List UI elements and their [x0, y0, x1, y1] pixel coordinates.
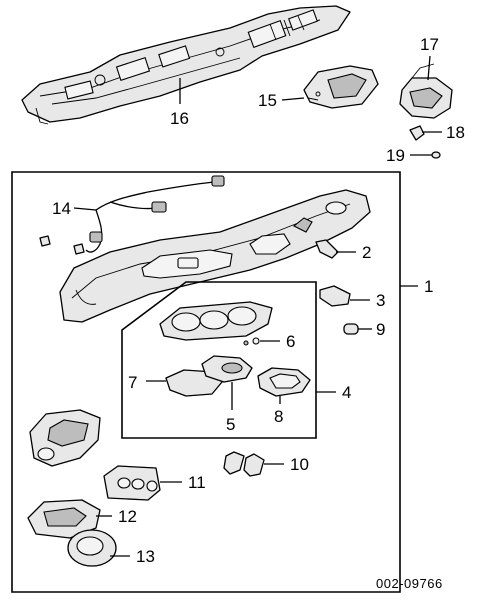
part-16-mounting-panel: [21, 5, 351, 125]
callout-18: 18: [446, 123, 465, 142]
leader-14: [73, 207, 97, 211]
leader-15: [281, 97, 305, 101]
callout-4: 4: [342, 383, 351, 402]
callout-6: 6: [286, 332, 295, 351]
part-2-connector: [315, 239, 339, 259]
callout-10: 10: [290, 455, 309, 474]
callout-3: 3: [376, 291, 385, 310]
callout-17: 17: [420, 35, 439, 54]
part-3-switch: [319, 285, 351, 307]
overhead-console-main: [59, 189, 371, 323]
callout-8: 8: [274, 407, 283, 426]
part-18-clip: [409, 125, 425, 141]
callout-5: 5: [226, 415, 235, 434]
leader-17: [427, 55, 431, 81]
callout-9: 9: [376, 320, 385, 339]
part-14-wire-harness: [39, 175, 225, 255]
callout-16: 16: [170, 109, 189, 128]
callout-14: 14: [52, 199, 71, 218]
part-17-housing: [399, 63, 453, 119]
part-11-switch-bank: [103, 465, 161, 501]
part-8-trim-ring: [257, 367, 311, 397]
part-15-bracket: [303, 65, 379, 109]
callout-1: 1: [424, 277, 433, 296]
part-12-bezel: [27, 499, 101, 539]
callout-11: 11: [188, 473, 206, 492]
part-5-lens: [201, 355, 253, 383]
callout-7: 7: [128, 373, 137, 392]
callout-12: 12: [118, 507, 137, 526]
callout-19: 19: [386, 146, 405, 165]
callout-15: 15: [258, 91, 277, 110]
side-console-assembly: [29, 409, 101, 467]
lamp-housing: [159, 301, 273, 341]
assembly-frame-1: [11, 171, 401, 593]
part-9-plug: [343, 323, 359, 335]
part-13-lamp-cover: [67, 529, 117, 567]
callout-2: 2: [362, 243, 371, 262]
part-6-bulb: [243, 337, 260, 346]
diagram-reference-code: 002-09766: [376, 576, 443, 591]
part-19-pin: [431, 151, 441, 159]
callout-13: 13: [136, 547, 155, 566]
inner-group-frame-4: [121, 281, 317, 439]
part-10-switches: [223, 451, 265, 477]
